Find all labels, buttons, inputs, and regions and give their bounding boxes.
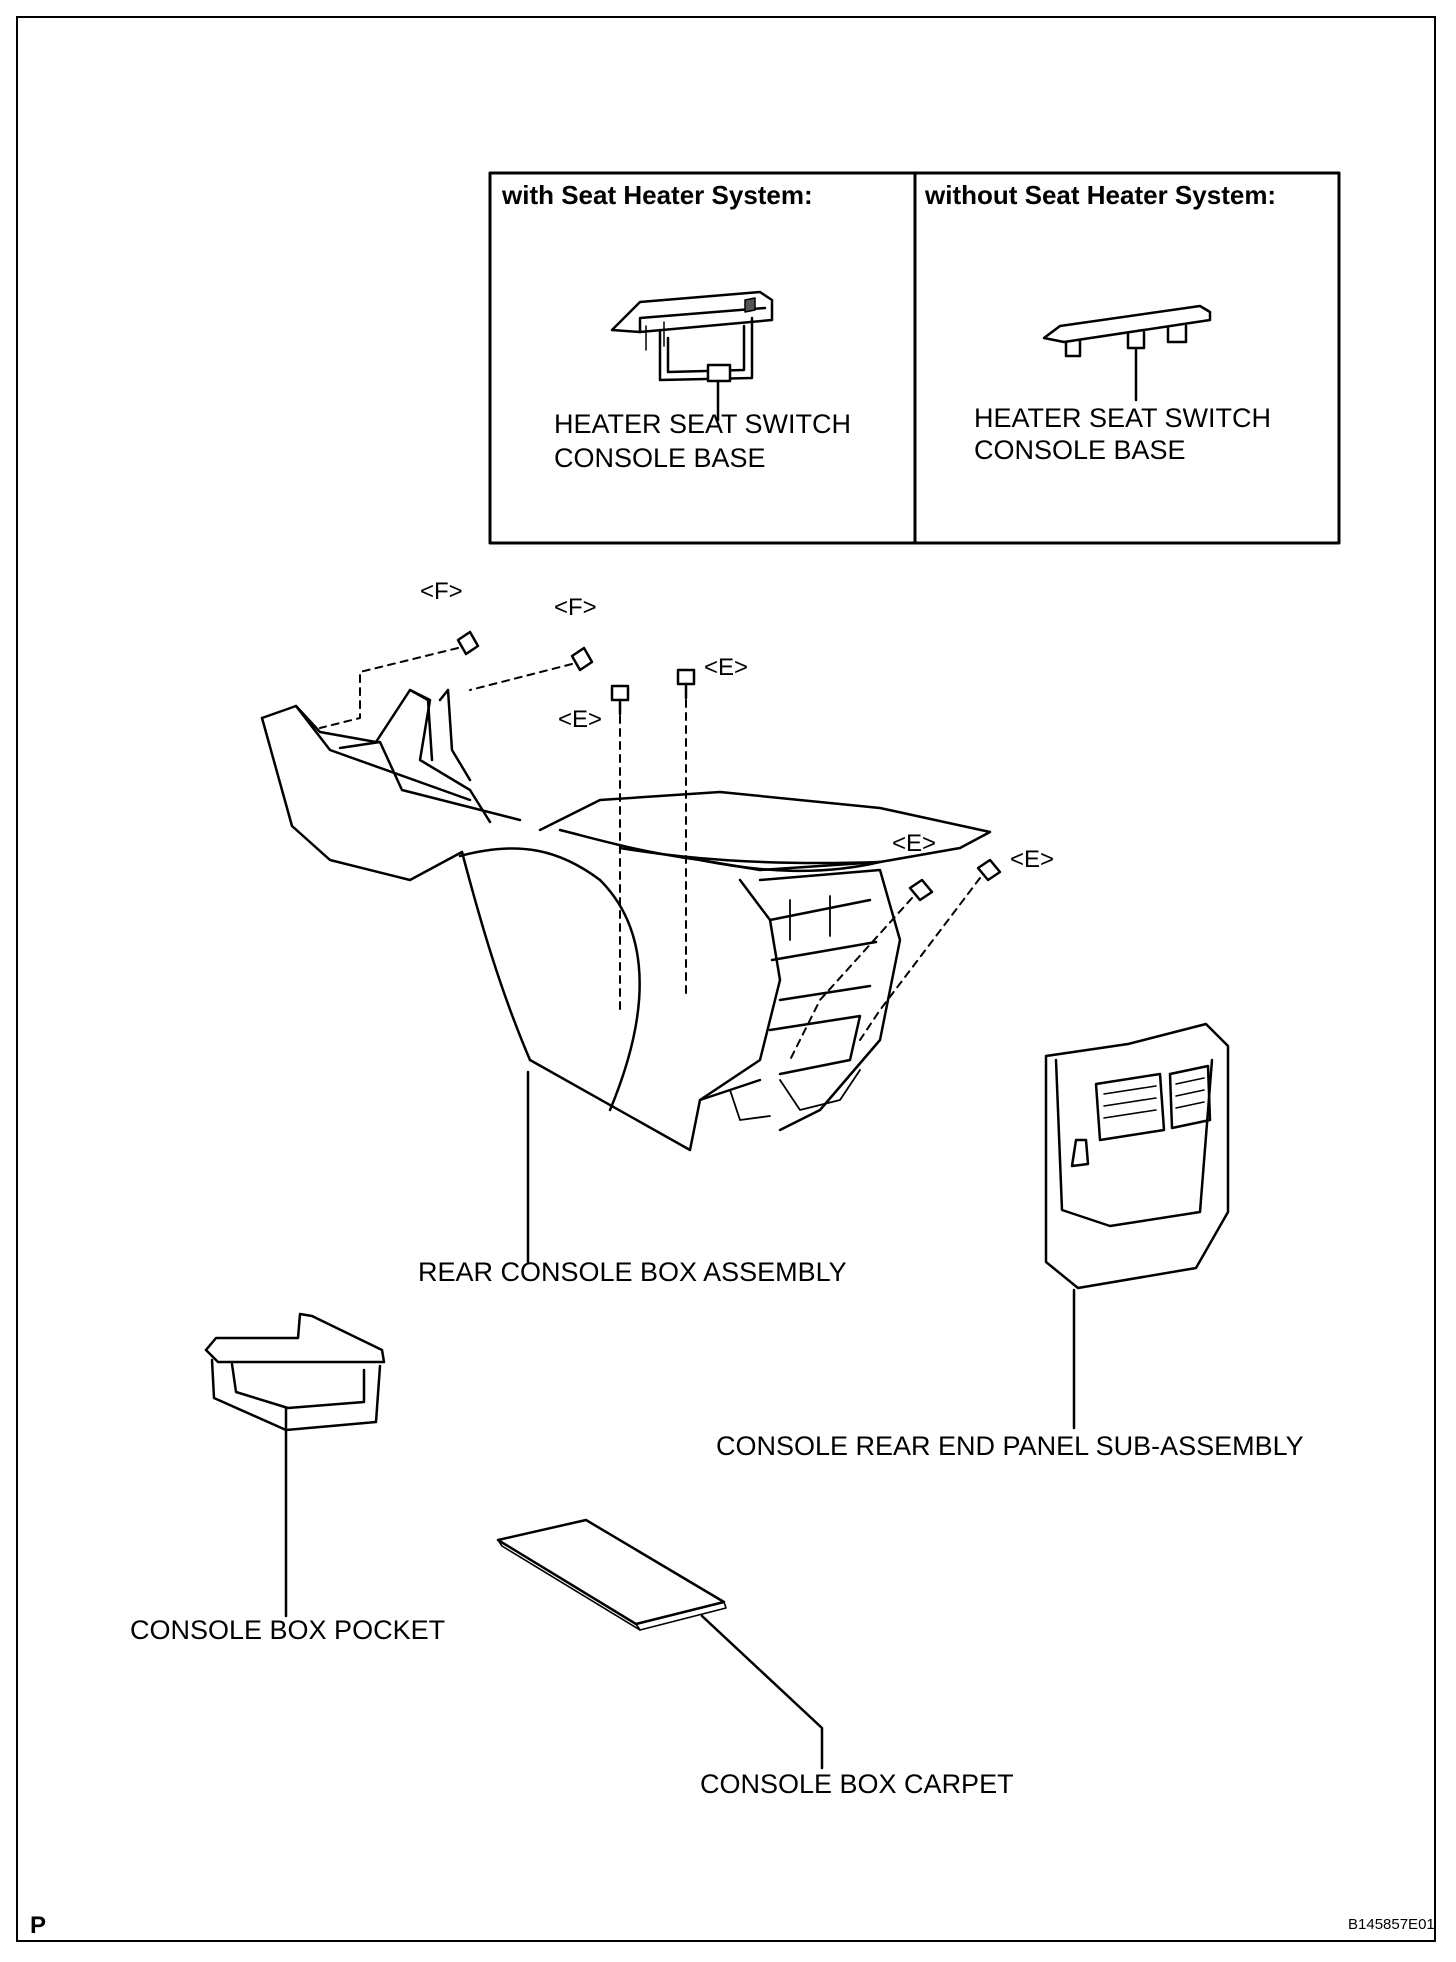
figure-code: B145857E01	[1348, 1916, 1435, 1933]
variant-box	[488, 171, 1341, 545]
figure-frame	[16, 16, 1436, 1942]
console-box-carpet	[496, 1518, 824, 1770]
with-heater-header: with Seat Heater System:	[502, 180, 813, 210]
fastener-tag-f1: <F>	[420, 578, 463, 605]
page-mark: P	[30, 1912, 47, 1939]
box-carpet-label: CONSOLE BOX CARPET	[700, 1769, 1014, 1799]
box-pocket-label: CONSOLE BOX POCKET	[130, 1615, 446, 1645]
fasteners	[456, 630, 1002, 902]
fastener-tag-e4: <E>	[1010, 846, 1055, 873]
dashed-leaders	[319, 647, 981, 1061]
console-box-pocket	[204, 1312, 386, 1618]
without-heater-part-label-line1: HEATER SEAT SWITCH	[974, 403, 1272, 433]
rear-console-box-label: REAR CONSOLE BOX ASSEMBLY	[418, 1257, 847, 1287]
with-heater-part-label-line1: HEATER SEAT SWITCH	[554, 409, 852, 439]
fastener-tag-f2: <F>	[554, 594, 597, 621]
without-heater-header: without Seat Heater System:	[925, 180, 1277, 210]
without-heater-part-label-line2: CONSOLE BASE	[974, 435, 1186, 465]
console-rear-end-panel	[1044, 1022, 1230, 1430]
fastener-tag-e1: <E>	[704, 654, 749, 681]
heater-seat-switch-base-with-heater	[610, 290, 774, 422]
fastener-tag-e2: <E>	[558, 706, 603, 733]
fastener-tag-e3: <E>	[892, 830, 937, 857]
with-heater-part-label-line2: CONSOLE BASE	[554, 443, 766, 473]
rear-console-box-assembly	[260, 688, 992, 1264]
rear-end-panel-label: CONSOLE REAR END PANEL SUB-ASSEMBLY	[716, 1431, 1304, 1461]
heater-seat-switch-base-without-heater	[1042, 304, 1212, 402]
